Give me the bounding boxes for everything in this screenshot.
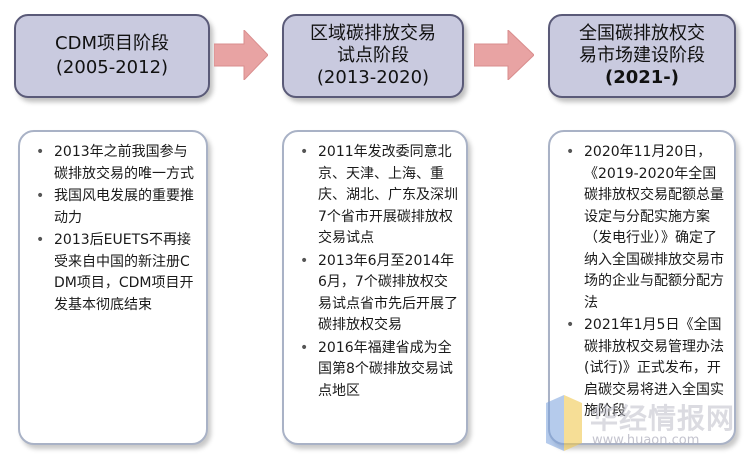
stage-national: 全国碳排放权交 易市场建设阶段 (2021-) bbox=[548, 14, 736, 98]
card-cdm-list: 2013年之前我国参与碳排放交易的唯一方式 我国风电发展的重要推动力 2013后… bbox=[30, 142, 198, 316]
card-pilot: 2011年发改委同意北京、天津、上海、重庆、湖北、广东及深圳7个省市开展碳排放权… bbox=[282, 130, 468, 445]
arrow-right-icon bbox=[474, 30, 534, 80]
list-item: 2013年6月至2014年6月，7个碳排放权交易试点省市先后开展了碳排放权交易 bbox=[294, 251, 458, 337]
watermark: 华经情报网 www.huaon.com bbox=[542, 393, 742, 455]
card-cdm: 2013年之前我国参与碳排放交易的唯一方式 我国风电发展的重要推动力 2013后… bbox=[18, 130, 208, 445]
card-national: 2020年11月20日，《2019-2020年全国碳排放权交易配额总量设定与分配… bbox=[548, 130, 736, 445]
list-item: 2020年11月20日，《2019-2020年全国碳排放权交易配额总量设定与分配… bbox=[560, 142, 726, 314]
stage-pilot-line-3: (2013-2020) bbox=[316, 67, 430, 88]
card-pilot-list: 2011年发改委同意北京、天津、上海、重庆、湖北、广东及深圳7个省市开展碳排放权… bbox=[294, 142, 458, 402]
stage-pilot-line-1: 区域碳排放交易 bbox=[310, 23, 436, 44]
list-item: 2021年1月5日《全国碳排放权交易管理办法(试行)》正式发布，开启碳交易将进入… bbox=[560, 315, 726, 423]
list-item: 2013年之前我国参与碳排放交易的唯一方式 bbox=[30, 142, 198, 185]
watermark-logo-icon bbox=[546, 395, 582, 451]
watermark-url: www.huaon.com bbox=[592, 433, 700, 448]
stage-cdm: CDM项目阶段 (2005-2012) bbox=[14, 14, 210, 98]
list-item: 2013后EUETS不再接受来自中国的新注册CDM项目，CDM项目开发基本彻底结… bbox=[30, 230, 198, 316]
list-item: 2011年发改委同意北京、天津、上海、重庆、湖北、广东及深圳7个省市开展碳排放权… bbox=[294, 142, 458, 250]
stage-pilot: 区域碳排放交易 试点阶段 (2013-2020) bbox=[282, 14, 464, 98]
stage-national-line-1: 全国碳排放权交 bbox=[579, 23, 705, 44]
card-national-list: 2020年11月20日，《2019-2020年全国碳排放权交易配额总量设定与分配… bbox=[560, 142, 726, 423]
stage-pilot-line-2: 试点阶段 bbox=[337, 45, 409, 66]
arrow-right-icon bbox=[214, 30, 268, 80]
list-item: 2016年福建省成为全国第8个碳排放交易试点地区 bbox=[294, 338, 458, 403]
stage-national-line-2: 易市场建设阶段 bbox=[579, 45, 705, 66]
stage-cdm-line-2: (2005-2012) bbox=[55, 57, 169, 78]
stage-national-line-3: (2021-) bbox=[604, 67, 680, 88]
list-item: 我国风电发展的重要推动力 bbox=[30, 186, 198, 229]
watermark-text: 华经情报网 bbox=[590, 402, 736, 435]
stage-cdm-line-1: CDM项目阶段 bbox=[55, 33, 169, 54]
